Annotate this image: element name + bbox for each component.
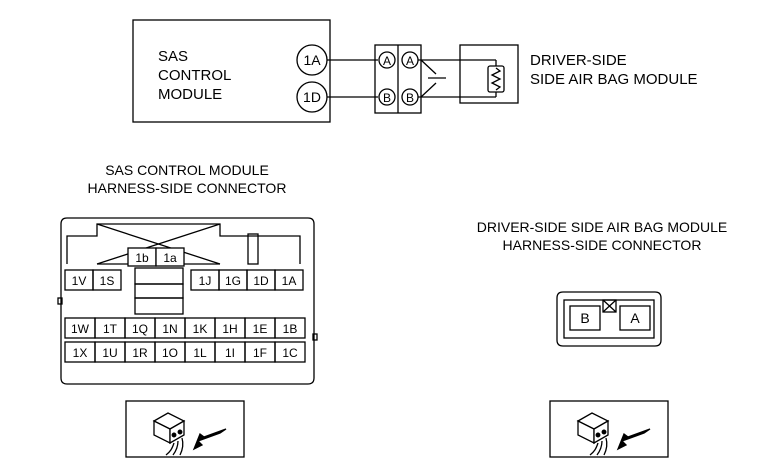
shorting-clip-x2 bbox=[602, 299, 617, 313]
shorting-bar-a bbox=[420, 59, 437, 75]
sas-pin-1a: 1a bbox=[163, 251, 177, 265]
sas-connector-title-2: HARNESS-SIDE CONNECTOR bbox=[88, 180, 287, 196]
sas-pin-1j: 1J bbox=[199, 274, 212, 288]
sas-pin-1w: 1W bbox=[71, 322, 90, 336]
sas-pin-1i: 1I bbox=[225, 346, 235, 360]
squib-resistor-icon bbox=[490, 67, 502, 91]
conn-a-left-label: A bbox=[383, 54, 391, 68]
sas-pin-1f: 1F bbox=[253, 346, 267, 360]
sas-connector-title-1: SAS CONTROL MODULE bbox=[105, 162, 269, 178]
sas-pin-1a-cell bbox=[155, 247, 185, 267]
sas-side-key-right bbox=[312, 333, 318, 341]
sas-pin-1d: 1D bbox=[253, 274, 269, 288]
sas-pin-1g: 1G bbox=[225, 274, 241, 288]
sas-pin-1v: 1V bbox=[72, 274, 87, 288]
conn-b-right-label: B bbox=[406, 91, 414, 105]
sas-side-key-left bbox=[57, 297, 63, 305]
sas-pin-1b: 1b bbox=[135, 251, 149, 265]
sas-blank-cavity-2 bbox=[134, 283, 184, 299]
sas-latch-tab bbox=[247, 233, 259, 265]
sas-pin-1o: 1O bbox=[162, 346, 178, 360]
harness-side-view-icon bbox=[125, 400, 245, 458]
airbag-label-line1: DRIVER-SIDE bbox=[530, 52, 627, 69]
sas-pin-1x: 1X bbox=[73, 346, 88, 360]
sas-pin-1n: 1N bbox=[162, 322, 177, 336]
pin-1a-label: 1A bbox=[303, 52, 321, 68]
module-label-line3: MODULE bbox=[158, 86, 222, 103]
sas-blank-cavity-1 bbox=[134, 267, 184, 285]
sas-pin-1t: 1T bbox=[103, 322, 118, 336]
airbag-connector-title-2: HARNESS-SIDE CONNECTOR bbox=[503, 237, 702, 253]
airbag-label-line2: SIDE AIR BAG MODULE bbox=[530, 71, 698, 88]
airbag-pin-a: A bbox=[630, 310, 640, 326]
pin-1d-label: 1D bbox=[303, 89, 321, 105]
sas-pin-1e: 1E bbox=[253, 322, 268, 336]
sas-row-2: 1W 1T 1Q 1N 1K 1H 1E 1B bbox=[64, 317, 306, 339]
sas-pin-1b-row: 1B bbox=[283, 322, 298, 336]
sas-pin-1q: 1Q bbox=[132, 322, 148, 336]
sas-row-1: 1V 1S 1J 1G 1D 1A bbox=[64, 269, 304, 291]
sas-inner-frame bbox=[66, 223, 301, 264]
conn-a-right-label: A bbox=[406, 54, 414, 68]
sas-pin-1k: 1K bbox=[193, 322, 208, 336]
airbag-connector-title-1: DRIVER-SIDE SIDE AIR BAG MODULE bbox=[477, 219, 728, 235]
conn-b-left bbox=[378, 88, 396, 106]
sas-blank-cavity-3 bbox=[134, 297, 184, 315]
shorting-bar-b bbox=[420, 82, 437, 98]
conn-b-left-label: B bbox=[383, 91, 391, 105]
airbag-pin-b-cell bbox=[569, 305, 601, 331]
airbag-module-box bbox=[459, 44, 519, 104]
conn-a-left bbox=[378, 51, 396, 69]
sas-pin-1h: 1H bbox=[222, 322, 237, 336]
airbag-pin-b: B bbox=[580, 310, 589, 326]
sas-pin-1r: 1R bbox=[132, 346, 148, 360]
sas-pin-1u: 1U bbox=[102, 346, 117, 360]
airbag-pin-a-cell bbox=[619, 305, 651, 331]
sas-pin-1s: 1S bbox=[100, 274, 115, 288]
module-label-line1: SAS bbox=[158, 48, 188, 65]
sas-row-3: 1X 1U 1R 1O 1L 1I 1F 1C bbox=[64, 341, 306, 363]
shorting-clip-icon bbox=[602, 299, 617, 313]
harness-side-view-icon bbox=[549, 400, 669, 458]
module-label-line2: CONTROL bbox=[158, 67, 231, 84]
sas-pin-1c: 1C bbox=[282, 346, 298, 360]
sas-connector-outline bbox=[60, 217, 315, 385]
sas-latch-diag-2 bbox=[96, 223, 221, 265]
airbag-connector-outline bbox=[556, 291, 662, 347]
sas-pin-1a-row: 1A bbox=[282, 274, 297, 288]
sas-control-module-box bbox=[132, 19, 331, 123]
sas-pin-1l: 1L bbox=[193, 346, 207, 360]
airbag-squib bbox=[487, 65, 505, 93]
